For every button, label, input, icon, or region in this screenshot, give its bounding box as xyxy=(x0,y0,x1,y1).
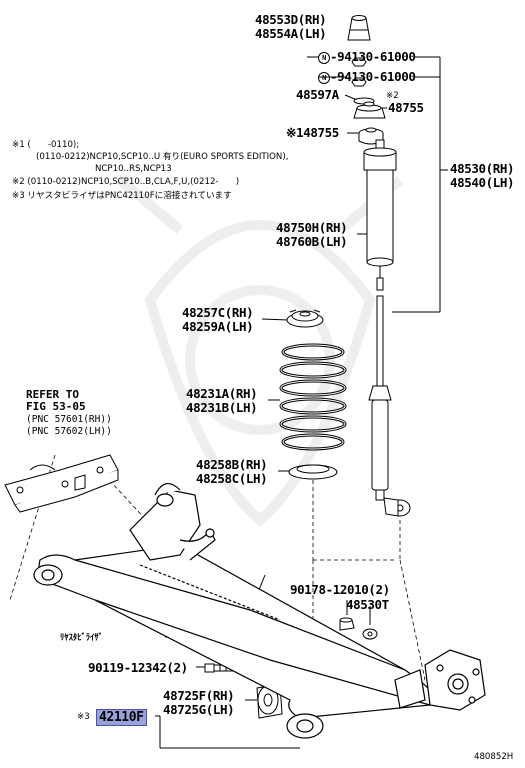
label-48725f: 48725F(RH) xyxy=(163,688,235,703)
bump-stop xyxy=(347,15,371,41)
refer-line-1: REFER TO xyxy=(26,388,79,401)
label-mark2: ※2 xyxy=(386,91,399,101)
label-90178: 90178-12010(2) xyxy=(290,582,390,597)
nut-icons xyxy=(351,57,367,87)
nut-48530t xyxy=(362,628,378,640)
label-42110f-highlighted[interactable]: 42110F xyxy=(96,709,147,726)
label-48725g: 48725G(LH) xyxy=(163,702,235,717)
label-48530t: 48530T xyxy=(346,597,389,612)
note-1a: ※1 ( -0110); xyxy=(12,140,80,150)
label-48755-star: ※148755 xyxy=(286,125,339,140)
label-48540: 48540(LH) xyxy=(450,175,515,190)
axle-bushing xyxy=(256,683,283,719)
upper-support xyxy=(353,101,386,119)
n-mark-icon: N xyxy=(318,72,330,84)
label-94130-a: N-94130-61000 xyxy=(318,50,416,64)
label-48258b: 48258B(RH) xyxy=(196,457,268,472)
rear-axle-beam xyxy=(33,483,486,739)
note-1b: (0110-0212)NCP10,SCP10..U 有り(EURO SPORTS… xyxy=(36,152,289,162)
label-94130-b: N-94130-61000 xyxy=(318,70,416,84)
figure-id: 480852H xyxy=(474,752,514,762)
refer-line-2: FIG 53-05 xyxy=(26,400,86,413)
label-48257c: 48257C(RH) xyxy=(182,305,254,320)
spring-lower-insulator xyxy=(288,464,338,480)
label-48597a: 48597A xyxy=(296,87,339,102)
note-2: ※2 (0110-0212)NCP10,SCP10..B,CLA,F,U,(02… xyxy=(12,177,240,187)
note-1c: NCP10..RS,NCP13 xyxy=(95,164,172,174)
shock-absorber xyxy=(363,139,411,517)
note-3: ※3 リヤスタビライザはPNC42110Fに溶接されています xyxy=(12,191,232,201)
label-48750h: 48750H(RH) xyxy=(276,220,348,235)
label-48530: 48530(RH) xyxy=(450,161,515,176)
label-48231a: 48231A(RH) xyxy=(186,386,258,401)
label-48259a: 48259A(LH) xyxy=(182,319,254,334)
label-94130-b-text: 94130-61000 xyxy=(337,69,416,84)
label-90119: 90119-12342(2) xyxy=(88,660,188,675)
leader-lines xyxy=(155,56,448,749)
label-48554a: 48554A(LH) xyxy=(255,26,327,41)
label-mark3: ※3 xyxy=(77,712,90,722)
label-94130-a-text: 94130-61000 xyxy=(337,49,416,64)
label-48553d: 48553D(RH) xyxy=(255,12,327,27)
spring-upper-insulator xyxy=(286,309,324,328)
reference-bracket xyxy=(4,454,119,513)
label-48231b: 48231B(LH) xyxy=(186,400,258,415)
label-48755: 48755 xyxy=(388,100,424,115)
n-mark-icon: N xyxy=(318,52,330,64)
refer-line-3: (PNC 57601(RH)) xyxy=(26,414,112,425)
label-48258c: 48258C(LH) xyxy=(196,471,268,486)
refer-line-4: (PNC 57602(LH)) xyxy=(26,426,112,437)
label-stabilizer: ﾘﾔｽﾀﾋﾞﾗｲｻﾞ xyxy=(60,633,103,643)
bolt-90178 xyxy=(339,617,355,631)
mount-insulator xyxy=(358,127,384,145)
label-48760b: 48760B(LH) xyxy=(276,234,348,249)
